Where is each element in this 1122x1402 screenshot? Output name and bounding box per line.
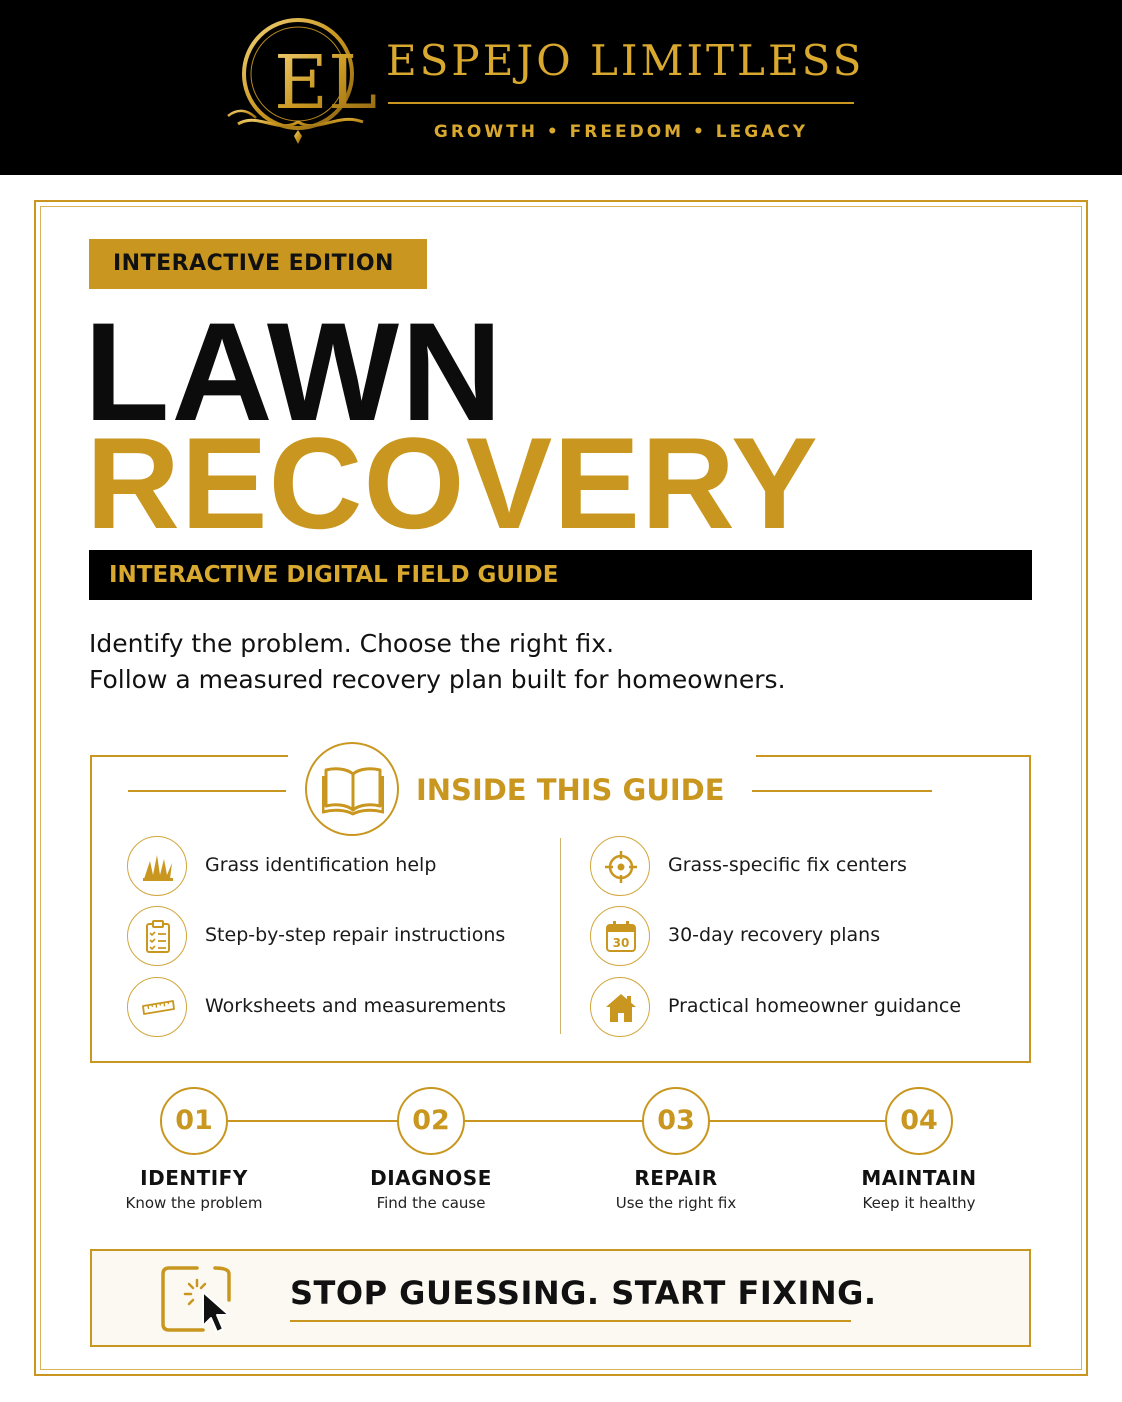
cta-text: STOP GUESSING. START FIXING. — [290, 1274, 877, 1312]
steps-connector-line — [226, 1120, 888, 1122]
step-number: 03 — [642, 1087, 710, 1155]
step-subtitle: Use the right fix — [615, 1194, 737, 1212]
guide-item-label: Practical homeowner guidance — [668, 995, 962, 1017]
cta-banner — [90, 1249, 1031, 1347]
step-subtitle: Know the problem — [125, 1194, 263, 1212]
guide-item-label: Grass identification help — [205, 854, 437, 876]
house-icon — [606, 994, 636, 1022]
cta-underline — [290, 1320, 851, 1322]
subtitle-bar: INTERACTIVE DIGITAL FIELD GUIDE — [89, 550, 1032, 600]
grass-icon — [143, 855, 173, 881]
crosshair-target-icon — [605, 851, 637, 883]
guide-item-label: Grass-specific fix centers — [668, 854, 907, 876]
brand-header: EL ESPEJO LIMITLESS GROWTH • FREEDOM • L… — [0, 0, 1122, 175]
step-number: 01 — [160, 1087, 228, 1155]
step-identify: 01 IDENTIFY Know the problem — [94, 1087, 294, 1212]
step-subtitle: Find the cause — [376, 1194, 486, 1212]
guide-item-label: Worksheets and measurements — [205, 995, 507, 1017]
guide-item-label: Step-by-step repair instructions — [205, 924, 506, 946]
svg-text:30: 30 — [613, 936, 630, 950]
step-title: MAINTAIN — [861, 1166, 977, 1190]
guide-heading-rule-right — [752, 790, 932, 792]
brand-divider — [388, 102, 854, 104]
tap-cursor-icon — [161, 1266, 231, 1333]
page-frame-outer — [34, 200, 1088, 1376]
calendar-icon: 30 — [606, 921, 636, 952]
step-title: IDENTIFY — [140, 1166, 248, 1190]
guide-item-label: 30-day recovery plans — [668, 924, 881, 946]
intro-line-2: Follow a measured recovery plan built fo… — [89, 665, 786, 694]
title-line-2: RECOVERY — [86, 410, 819, 556]
guide-heading-badge — [305, 742, 399, 836]
ruler-icon — [142, 1000, 175, 1015]
espejo-limitless-logo-icon: EL — [227, 18, 377, 144]
step-number: 02 — [397, 1087, 465, 1155]
page-frame-inner — [40, 206, 1082, 1370]
intro-line-1: Identify the problem. Choose the right f… — [89, 629, 615, 658]
intro-text: Identify the problem. Choose the right f… — [89, 626, 786, 698]
brand-tagline: GROWTH • FREEDOM • LEGACY — [433, 122, 809, 142]
guide-box-gap — [288, 748, 756, 762]
svg-text:EL: EL — [274, 40, 377, 126]
edition-badge: INTERACTIVE EDITION — [89, 239, 427, 289]
guide-heading: INSIDE THIS GUIDE — [416, 773, 725, 807]
step-number: 04 — [885, 1087, 953, 1155]
step-diagnose: 02 DIAGNOSE Find the cause — [331, 1087, 531, 1212]
title-line-1: LAWN — [84, 293, 505, 450]
step-title: DIAGNOSE — [370, 1166, 492, 1190]
step-subtitle: Keep it healthy — [862, 1194, 976, 1212]
clipboard-checklist-icon — [146, 920, 170, 953]
guide-heading-rule-left — [128, 790, 286, 792]
guide-column-divider — [560, 838, 561, 1034]
brand-name: ESPEJO LIMITLESS — [386, 36, 865, 85]
step-title: REPAIR — [634, 1166, 718, 1190]
open-book-icon — [322, 767, 384, 816]
step-maintain: 04 MAINTAIN Keep it healthy — [819, 1087, 1019, 1212]
step-repair: 03 REPAIR Use the right fix — [576, 1087, 776, 1212]
